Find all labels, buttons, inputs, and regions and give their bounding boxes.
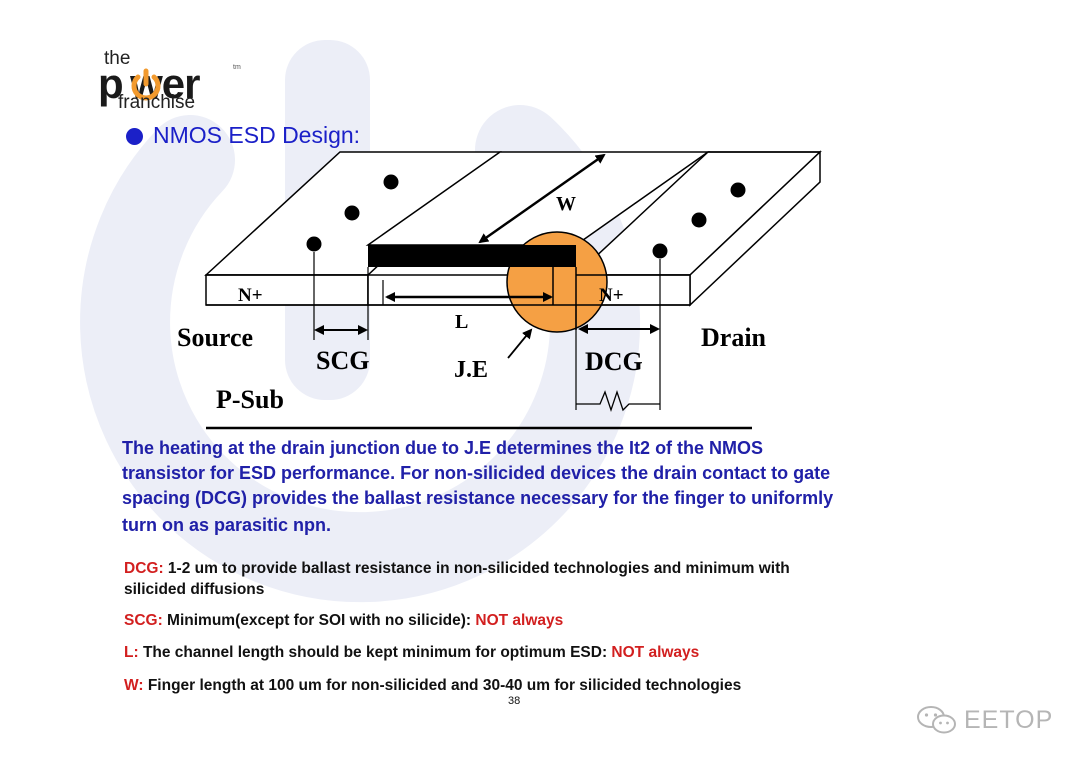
watermark-text: EETOP [964,705,1054,734]
source-contact-dot [306,236,322,252]
je-label: J.E [454,357,488,383]
note-w: W: Finger length at 100 um for non-silic… [124,675,741,696]
scg-label: SCG [316,346,369,375]
note-highlight: NOT always [611,644,700,661]
psub-label: P-Sub [216,385,284,414]
l-label: L [455,311,468,333]
note-text: Minimum(except for SOI with no silicide)… [162,612,476,629]
note-text: silicided diffusions [124,581,265,598]
drain-contact-dot [691,212,707,228]
power-button-icon [131,68,161,101]
n-plus-source-label: N+ [238,285,263,306]
logo-tm-text: tm [233,64,241,71]
dcg-label: DCG [585,347,643,376]
note-text: Finger length at 100 um for non-silicide… [143,677,742,694]
logo-franchise-text: franchise [118,92,196,113]
source-contact-dot [344,205,360,221]
power-franchise-logo: the p wer tm franchise [98,48,258,118]
note-scg: SCG: Minimum(except for SOI with no sili… [124,610,563,631]
gate-bar [368,245,576,267]
drain-label: Drain [701,323,767,352]
paragraph-line: transistor for ESD performance. For non-… [122,463,831,483]
drain-contact-dot [652,243,668,259]
drain-contact-dot [730,182,746,198]
note-key: DCG: [124,560,164,577]
page-title: NMOS ESD Design: [153,122,361,148]
n-plus-drain-label: N+ [599,285,624,306]
w-label: W [556,193,576,215]
logo-the-text: the [104,48,131,69]
note-l: L: The channel length should be kept min… [124,642,699,663]
note-text: The channel length should be kept minimu… [138,644,612,661]
w-arrow [478,153,606,244]
paragraph-line: turn on as parasitic npn. [122,515,332,535]
paragraph-line: spacing (DCG) provides the ballast resis… [122,488,834,508]
explanation-paragraph: The heating at the drain junction due to… [122,436,952,538]
eetop-watermark: EETOP [916,704,1053,736]
source-label: Source [177,323,253,352]
source-contact-dot [383,174,399,190]
heading-bullet-icon [126,128,143,145]
note-dcg: DCG: 1-2 um to provide ballast resistanc… [124,558,790,600]
page-number: 38 [508,695,521,707]
wechat-icon [917,706,956,734]
source-diffusion-front [205,274,369,306]
note-key: SCG: [124,612,163,629]
note-highlight: NOT always [475,612,564,629]
resistor-icon [576,389,660,413]
je-arrow [507,328,533,359]
paragraph-line: The heating at the drain junction due to… [122,438,764,458]
note-key: L: [124,644,139,661]
note-text: 1-2 um to provide ballast resistance in … [163,560,790,577]
note-key: W: [124,677,144,694]
